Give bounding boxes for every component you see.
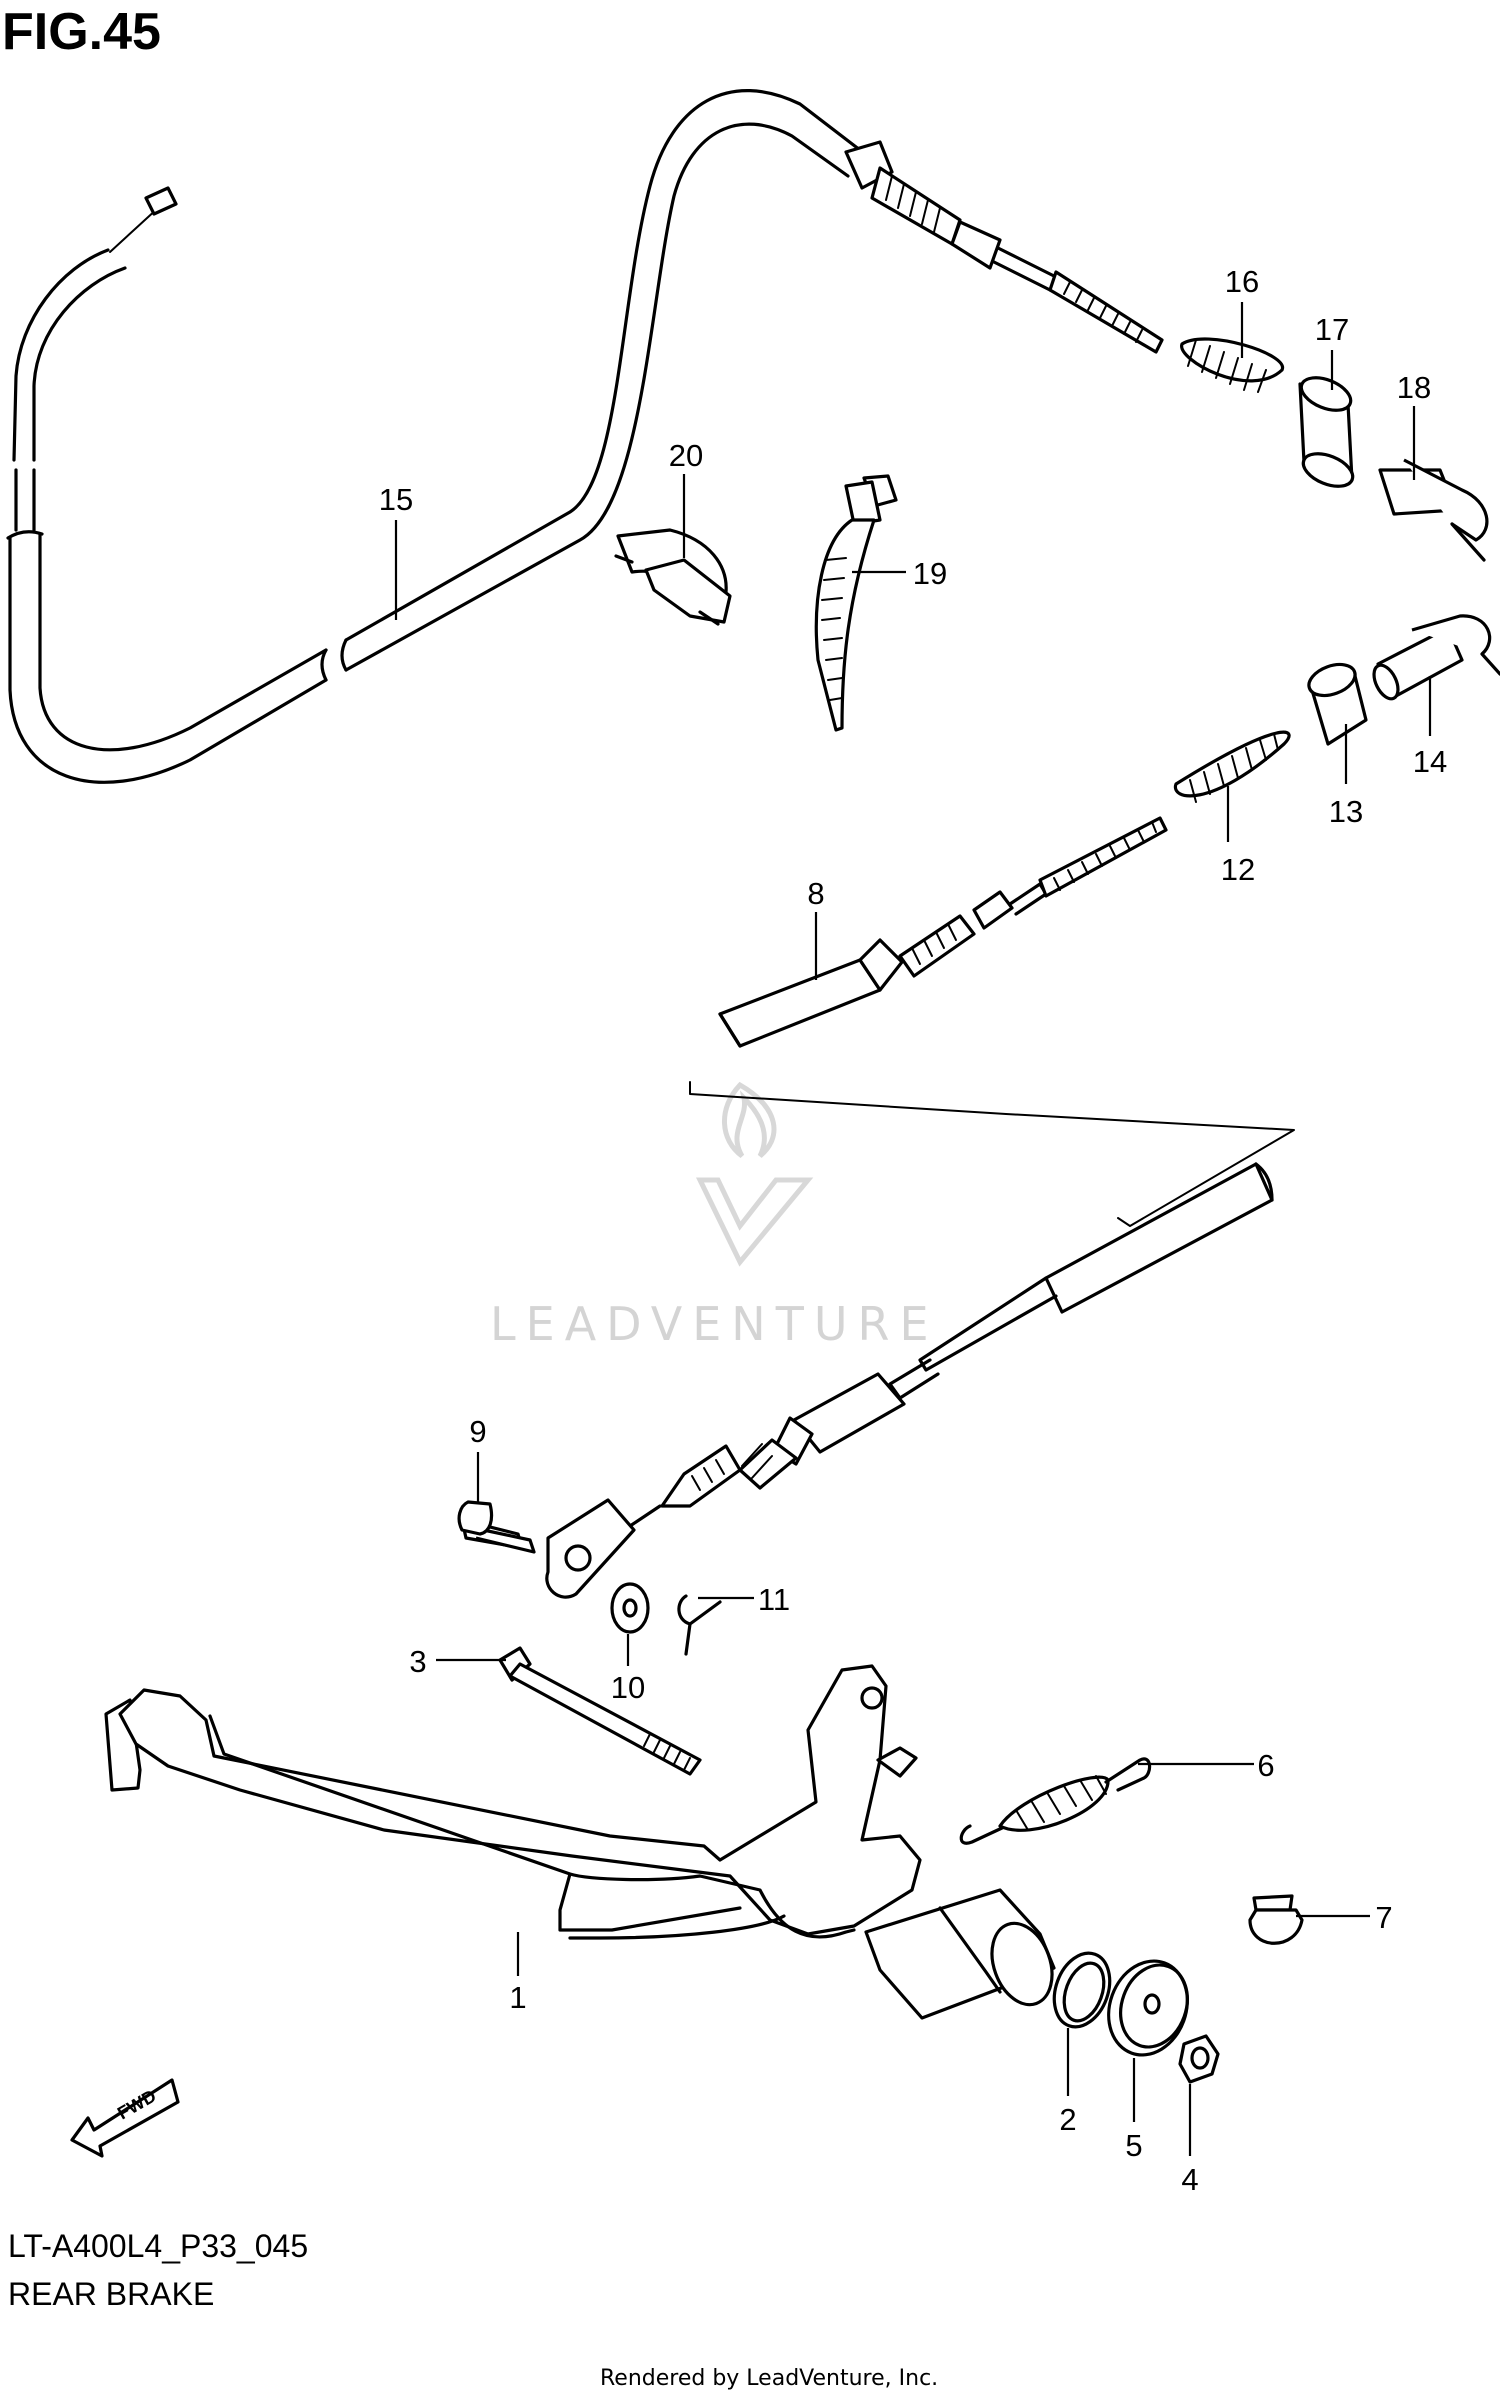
part-9-pin <box>457 1500 536 1554</box>
part-7-nut <box>1248 1894 1304 1945</box>
part-20-clamp <box>614 528 732 626</box>
part-13-collar <box>1307 662 1368 746</box>
part-16-spring <box>1180 337 1284 393</box>
callout-15: 15 <box>379 482 413 517</box>
part-6-return-spring <box>959 1757 1152 1845</box>
model-code: LT-A400L4_P33_045 <box>8 2228 309 2264</box>
callout-12: 12 <box>1221 852 1255 887</box>
figure-title: FIG.45 <box>2 3 161 61</box>
part-8-brake-cable <box>545 816 1295 1599</box>
callout-16: 16 <box>1225 264 1259 299</box>
callout-3: 3 <box>409 1644 426 1679</box>
callout-20: 20 <box>669 438 703 473</box>
callout-8: 8 <box>807 876 824 911</box>
callout-6: 6 <box>1257 1748 1274 1783</box>
watermark-logo <box>695 1081 814 1267</box>
fwd-arrow-icon: FWD <box>70 2078 180 2158</box>
part-15-brake-cable <box>6 89 1164 784</box>
part-10-washer <box>610 1582 650 1634</box>
part-14-joint <box>1372 614 1500 701</box>
callout-7: 7 <box>1375 1900 1392 1935</box>
callout-18: 18 <box>1397 370 1431 405</box>
callout-4: 4 <box>1181 2162 1198 2197</box>
callout-2: 2 <box>1059 2102 1076 2137</box>
render-credit: Rendered by LeadVenture, Inc. <box>600 2366 939 2391</box>
part-12-spring <box>1173 730 1291 803</box>
part-17-collar <box>1298 376 1355 488</box>
callout-9: 9 <box>469 1414 486 1449</box>
part-19-cable-tie <box>814 474 898 732</box>
section-name: REAR BRAKE <box>8 2276 215 2312</box>
part-3-bolt <box>498 1646 702 1776</box>
callout-17: 17 <box>1315 312 1349 347</box>
part-4-nut <box>1178 2034 1220 2084</box>
part-18-joint <box>1378 458 1489 562</box>
part-1-brake-pedal <box>104 1664 1056 2020</box>
part-2-o-ring <box>1052 1951 1112 2029</box>
callout-1: 1 <box>509 1980 526 2015</box>
callout-13: 13 <box>1329 794 1363 829</box>
callout-labels: 1 2 3 4 5 6 7 8 9 10 11 12 13 14 15 16 1… <box>379 264 1447 2197</box>
part-11-cotter-pin <box>677 1594 722 1656</box>
callout-5: 5 <box>1125 2128 1142 2163</box>
callout-11: 11 <box>758 1582 790 1617</box>
callout-14: 14 <box>1413 744 1447 779</box>
callout-19: 19 <box>913 556 947 591</box>
leader-lines <box>394 302 1432 2156</box>
callout-10: 10 <box>611 1670 645 1705</box>
watermark-text: LEADVENTURE <box>490 1297 939 1351</box>
part-5-washer <box>1107 1959 1189 2057</box>
